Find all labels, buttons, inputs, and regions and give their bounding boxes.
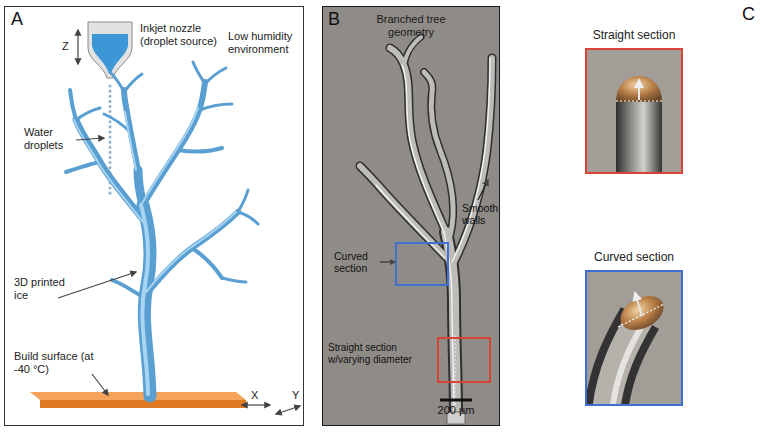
highlight-box: [438, 338, 490, 382]
z-axis-arrow: [77, 30, 78, 64]
scale-label: 200 µm: [426, 404, 486, 417]
ice-tip: [616, 76, 662, 102]
tree-highlight: [141, 108, 198, 205]
tree-branch: [76, 108, 100, 120]
inset-title: Straight section: [579, 29, 689, 43]
tree-branch: [193, 62, 205, 84]
ice-branch: [404, 37, 421, 66]
tree-branch: [205, 68, 226, 84]
ice-branch-edge: [454, 58, 492, 262]
axis-label: Y: [292, 389, 304, 402]
ice-branch-edge: [404, 37, 421, 66]
build-surface-front: [40, 400, 246, 408]
ice-highlight: [452, 58, 490, 262]
tree-highlight: [74, 120, 143, 222]
ice-tree: [66, 62, 258, 396]
leader-arrow: [92, 374, 108, 395]
tree-branch: [200, 104, 232, 110]
tree-branch: [66, 162, 100, 172]
tree-branch: [178, 148, 222, 152]
part-label: Build surface (at -40 °C): [14, 350, 98, 375]
part-label: Water droplets: [24, 126, 78, 151]
feature-label: Smooth walls: [462, 202, 500, 226]
photo-background: [322, 6, 500, 426]
axis-label: Z: [62, 40, 76, 53]
inset-frame: Straight section: [585, 48, 683, 174]
ice-column: [616, 100, 662, 174]
growth-arrow: [638, 80, 640, 100]
tree-trunk: [138, 170, 143, 205]
tree-branch: [192, 248, 222, 278]
ice-tip: [615, 289, 670, 337]
axis-label: X: [251, 389, 263, 402]
environment-note: Low humidity environment: [228, 30, 300, 55]
leader-arrow: [76, 138, 104, 140]
ice-branch: [454, 58, 492, 262]
leader-arrow: [58, 272, 136, 298]
ice-branch: [360, 166, 447, 258]
tree-highlight: [146, 212, 236, 292]
part-label: Inkjet nozzle (droplet source): [140, 22, 230, 47]
ice-highlight: [612, 322, 644, 406]
inset-title: Curved section: [579, 251, 689, 265]
highlight-box: [396, 243, 448, 285]
panel-frame: A: [4, 6, 304, 426]
part-label: 3D printed ice: [14, 276, 74, 301]
section-label: Curved section: [334, 250, 382, 274]
leader-arrow: [478, 180, 488, 200]
y-axis-arrow: [276, 406, 300, 414]
tree-branch: [238, 190, 248, 212]
tree-branch: [76, 120, 145, 222]
tree-branch: [70, 90, 76, 120]
panel-title: Branched tree geometry: [363, 13, 459, 38]
growth-front: [616, 100, 662, 101]
ice-highlight: [74, 108, 236, 394]
ice-highlight: [402, 65, 444, 232]
panel-letter: A: [11, 9, 35, 30]
tree-branch: [222, 278, 246, 282]
tree-branch: [124, 74, 142, 92]
tree-branch: [110, 72, 124, 92]
leader-arrow: [380, 262, 395, 263]
scale-bar: [440, 399, 472, 402]
tree-branch: [238, 212, 258, 224]
section-label: Straight section w/varying diameter: [328, 342, 434, 365]
build-surface-top: [30, 392, 246, 400]
nozzle-water: [92, 34, 128, 74]
tree-highlight: [125, 112, 136, 170]
inset-frame: Curved section: [585, 270, 683, 406]
x-axis-arrow: [242, 404, 270, 405]
curved-inset-image: [585, 270, 683, 406]
tree-highlight: [141, 205, 148, 394]
ice-branch: [424, 72, 453, 236]
panel-letter: B: [328, 9, 352, 30]
straight-inset-image: [585, 48, 683, 174]
ice-highlight: [376, 185, 445, 258]
growth-arrow: [635, 293, 642, 316]
panel-letter: C: [742, 4, 762, 25]
nozzle-body: [88, 22, 132, 78]
